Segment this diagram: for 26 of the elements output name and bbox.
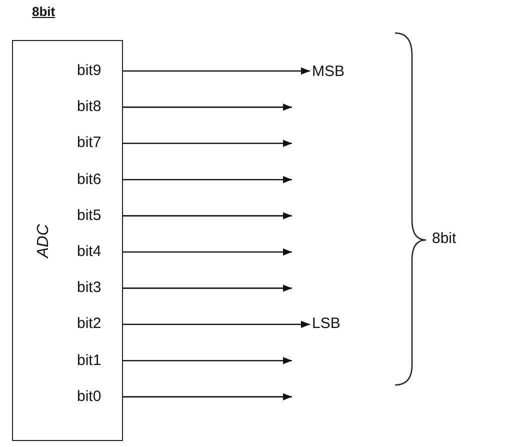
bit-output-label: bit0 xyxy=(77,386,102,407)
bit-output-label: bit9 xyxy=(77,61,102,81)
bit-output-label: bit1 xyxy=(77,350,102,371)
bit-output-label: bit3 xyxy=(77,278,102,298)
arrow xyxy=(122,212,292,220)
arrow xyxy=(122,176,292,184)
bit-label: LSB xyxy=(312,317,340,331)
arrow xyxy=(122,393,292,400)
bit-output-label: bit4 xyxy=(77,242,102,262)
bit-output-label: bit8 xyxy=(77,97,102,118)
bit-output-label: bit6 xyxy=(77,170,102,190)
arrow xyxy=(122,357,292,364)
bit-output-label: bit7 xyxy=(77,133,102,154)
adc-label: ADC xyxy=(34,224,53,258)
arrow xyxy=(122,104,292,111)
arrow xyxy=(122,284,292,292)
arrow xyxy=(122,320,310,328)
bit-output-label: bit5 xyxy=(77,206,102,226)
brace-label: 8bit xyxy=(432,230,456,247)
arrow xyxy=(122,248,292,256)
adc-box xyxy=(12,40,123,441)
arrow xyxy=(122,67,310,75)
bit-label: MSB xyxy=(312,65,345,79)
title: 8bit xyxy=(32,4,56,19)
bit-output-label: bit2 xyxy=(77,314,102,334)
arrow xyxy=(122,140,292,147)
